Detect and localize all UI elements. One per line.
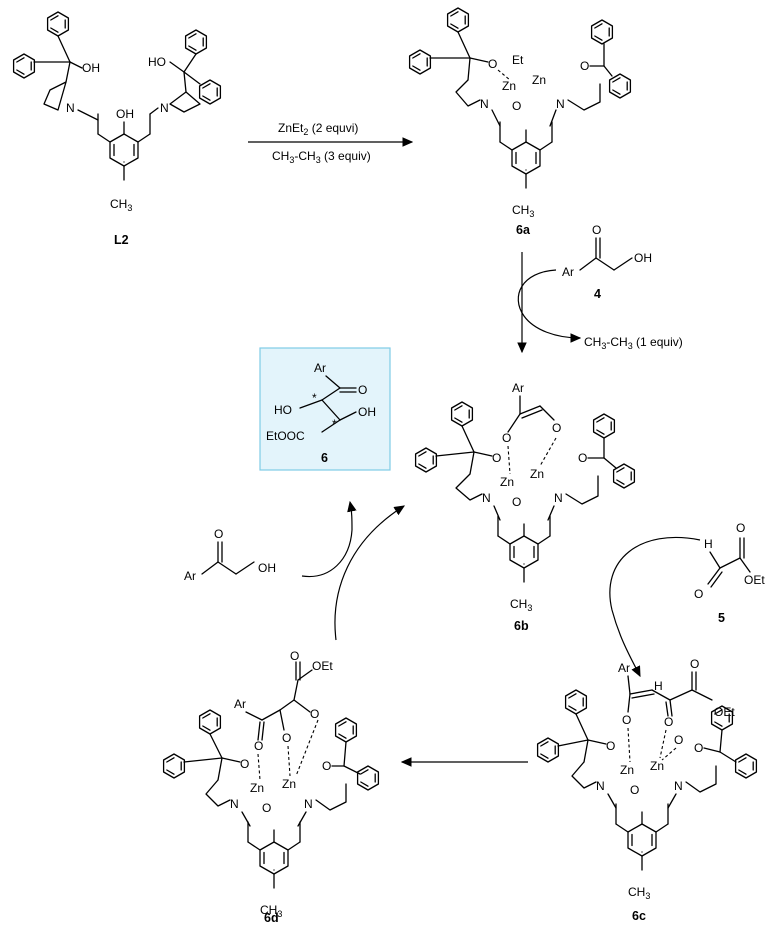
- nitrogen-label: N: [596, 779, 605, 793]
- nitrogen-label: N: [556, 97, 565, 111]
- oxygen-label: O: [290, 649, 299, 663]
- aryl-label: Ar: [234, 697, 246, 711]
- oxygen-label: O: [736, 521, 745, 535]
- hydroxyl-label: OH: [358, 405, 376, 419]
- oxygen-label: O: [502, 431, 511, 445]
- nitrogen-label: N: [66, 101, 75, 115]
- nitrogen-label: N: [674, 779, 683, 793]
- compound-label: 4: [594, 287, 601, 301]
- hydroxyl-label: OH: [634, 251, 652, 265]
- methyl-label: CH3: [260, 903, 282, 919]
- byproduct-label: CH3-CH3 (1 equiv): [584, 335, 683, 351]
- oxygen-label: O: [262, 801, 271, 815]
- aryl-label: Ar: [314, 361, 326, 375]
- nitrogen-label: N: [554, 491, 563, 505]
- oxygen-label: O: [282, 731, 291, 745]
- aryl-label: Ar: [618, 661, 630, 675]
- oxygen-label: O: [214, 527, 223, 541]
- substrate-5: H O O OEt 5: [694, 521, 765, 625]
- cycle-arrow: [609, 536, 701, 678]
- compound-label: 6: [321, 451, 328, 465]
- methyl-label: CH3: [110, 197, 132, 213]
- product-6-box: Ar O * HO * OH EtOOC 6: [259, 347, 391, 471]
- zinc-label: Zn: [500, 475, 514, 489]
- aryl-label: Ar: [512, 381, 524, 395]
- cycle-arrow: [334, 505, 406, 641]
- hydroxyl-label: HO: [148, 55, 166, 69]
- oxygen-label: O: [690, 657, 699, 671]
- zinc-label: Zn: [650, 759, 664, 773]
- stereocenter-label: *: [312, 391, 317, 405]
- zinc-label: Zn: [620, 763, 634, 777]
- nitrogen-label: N: [160, 101, 169, 115]
- oxygen-label: O: [492, 451, 501, 465]
- ester-label: EtOOC: [266, 429, 305, 443]
- compound-label: 6b: [514, 619, 529, 633]
- zinc-label: Zn: [530, 467, 544, 481]
- methyl-label: CH3: [510, 597, 532, 613]
- oxygen-label: O: [578, 451, 587, 465]
- hydroxyl-label: OH: [82, 61, 100, 75]
- aryl-label: Ar: [184, 569, 196, 583]
- compound-label: 5: [718, 611, 725, 625]
- hydroxyl-label: HO: [274, 403, 292, 417]
- compound-label: L2: [114, 233, 129, 247]
- oxygen-label: O: [240, 757, 249, 771]
- oxygen-label: O: [664, 715, 673, 729]
- oxygen-label: O: [694, 587, 703, 601]
- hydrogen-label: H: [704, 537, 713, 551]
- methyl-label: CH3: [628, 885, 650, 901]
- methyl-label: CH3: [512, 203, 534, 219]
- oxygen-label: O: [552, 421, 561, 435]
- ethyl-label: Et: [512, 53, 524, 67]
- reagent-label: ZnEt2 (2 equvi): [278, 121, 358, 137]
- oxygen-label: O: [606, 739, 615, 753]
- complex-6c: Ar H O OEt O O O O Zn Zn O: [536, 657, 758, 923]
- oxygen-label: O: [592, 223, 601, 237]
- nitrogen-label: N: [304, 797, 313, 811]
- zinc-label: Zn: [502, 79, 516, 93]
- highlight-box: [259, 347, 391, 471]
- oxygen-label: O: [580, 59, 589, 73]
- zinc-label: Zn: [250, 781, 264, 795]
- substrate-4-cycle: Ar O OH: [184, 527, 276, 583]
- ethoxy-label: OEt: [744, 573, 765, 587]
- zinc-label: Zn: [282, 777, 296, 791]
- ethoxy-label: OEt: [312, 659, 333, 673]
- curved-arrow: [517, 269, 582, 343]
- nitrogen-label: N: [482, 491, 491, 505]
- zinc-label: Zn: [532, 73, 546, 87]
- complex-6d: O OEt O Ar O O O Zn Zn O N: [162, 649, 380, 925]
- oxygen-label: O: [512, 99, 521, 113]
- reagent-label: CH3-CH3 (3 equiv): [272, 149, 371, 165]
- oxygen-label: O: [674, 733, 683, 747]
- hydrogen-label: H: [654, 679, 663, 693]
- nitrogen-label: N: [230, 797, 239, 811]
- ethoxy-label: OEt: [714, 705, 735, 719]
- oxygen-label: O: [694, 741, 703, 755]
- compound-label: 6a: [516, 223, 531, 237]
- oxygen-label: O: [322, 759, 331, 773]
- oxygen-label: O: [254, 739, 263, 753]
- complex-6a: O Et Zn Zn O N O N CH3 6a: [408, 7, 632, 237]
- oxygen-label: O: [630, 783, 639, 797]
- nitrogen-label: N: [480, 97, 489, 111]
- hydroxyl-label: OH: [258, 561, 276, 575]
- compound-label: 6d: [264, 911, 279, 925]
- aryl-label: Ar: [562, 265, 574, 279]
- oxygen-label: O: [358, 383, 367, 397]
- phenol-label: OH: [116, 107, 134, 121]
- complex-6b: Ar O O O Zn Zn O N O N CH3 6b: [414, 381, 636, 633]
- ligand-L2: OH N OH N HO CH3 L2: [12, 11, 222, 247]
- substrate-4: Ar O OH 4: [562, 223, 652, 301]
- oxygen-label: O: [512, 495, 521, 509]
- oxygen-label: O: [488, 57, 497, 71]
- compound-label: 6c: [632, 909, 646, 923]
- curved-arrow: [301, 500, 357, 578]
- oxygen-label: O: [310, 707, 319, 721]
- oxygen-label: O: [622, 713, 631, 727]
